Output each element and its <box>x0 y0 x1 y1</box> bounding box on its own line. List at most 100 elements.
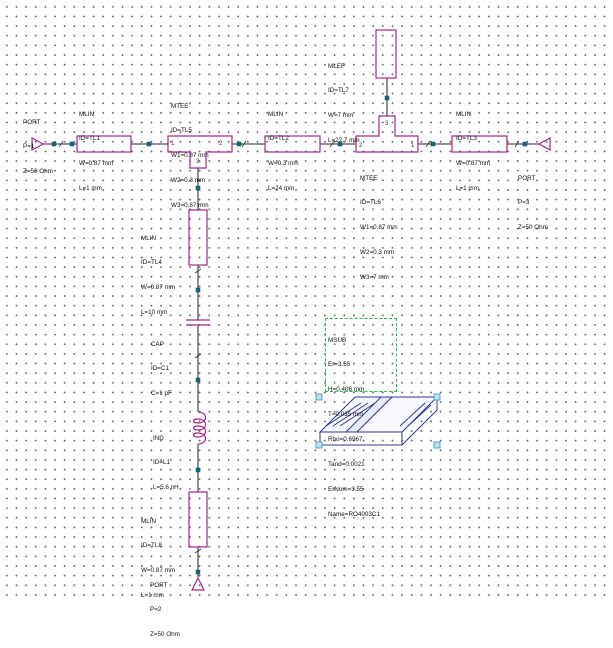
node <box>51 141 57 147</box>
tl1-line-1: ID=TL1 <box>79 135 100 143</box>
tl6-pin-2: 2 <box>359 143 363 149</box>
tl8-line-0: MLIN <box>141 517 157 525</box>
tl6-label: MTEE ID=TL6 W1=0.87 mm W2=0.3 mm W3=7 mm <box>360 158 398 291</box>
tl1-line-3: L=1 mm <box>79 185 102 193</box>
port2-label: PORT P=2 Z=50 Ohm <box>150 565 180 648</box>
tl2-line-2: W=0.3 mm <box>268 160 299 168</box>
port3-symbol[interactable] <box>533 136 551 152</box>
tl6-line-1: ID=TL6 <box>360 199 381 207</box>
tl7-symbol[interactable] <box>375 29 397 79</box>
tl5-label: MTEE ID=TL5 W1=0.87 mm W2=0.3 mm W3=0.87… <box>171 86 209 219</box>
node <box>69 141 75 147</box>
tl4-line-1: ID=TL4 <box>141 259 162 267</box>
tl3-line-0: MLIN <box>456 110 472 118</box>
port2-line-1: P=2 <box>150 606 162 614</box>
tl5-symbol[interactable] <box>167 135 233 169</box>
wire-markers <box>58 140 520 554</box>
tl2-line-0: MLIN <box>268 110 284 118</box>
msub-line-1: Er=3.55 <box>328 361 351 369</box>
tl6-pin-3: 3 <box>385 121 389 127</box>
pin-numbers: 1 2 3 1 2 3 <box>171 121 415 165</box>
msub-line-4: Rho=0.6967 <box>328 436 363 444</box>
msub-selection-box[interactable] <box>325 318 397 392</box>
tl3-line-3: L=1 mm <box>456 185 479 193</box>
tl5-line-1: ID=TL5 <box>171 127 192 135</box>
tl5-pin-1: 1 <box>171 141 175 147</box>
tl3-line-2: W=0.87 mm <box>456 160 491 168</box>
tl7-line-2: W=7 mm <box>328 112 354 120</box>
node <box>146 141 152 147</box>
port3-line-2: Z=50 Ohm <box>518 224 548 232</box>
tl8-line-1: ID=TL8 <box>141 542 162 550</box>
c1-line-0: CAP <box>151 340 164 348</box>
tl1-symbol[interactable] <box>76 135 132 153</box>
tl7-line-3: L=22.7 mm <box>328 137 360 145</box>
c1-line-1: ID=C1 <box>151 365 170 373</box>
port2-symbol[interactable] <box>191 576 205 591</box>
msub-substrate-graphic[interactable] <box>318 396 439 446</box>
node <box>195 569 201 575</box>
node <box>384 95 390 101</box>
node <box>522 141 528 147</box>
port1-line-1: P=1 <box>23 143 35 151</box>
msub-line-0: MSUB <box>328 336 347 344</box>
selection-handle <box>433 393 441 401</box>
msub-line-2: H=0.406 mm <box>328 386 365 394</box>
port2-line-2: Z=50 Ohm <box>150 631 180 639</box>
node <box>195 185 201 191</box>
port3-label: PORT P=3 Z=50 Ohm <box>518 158 548 241</box>
tl7-label: MLEF ID=TL7 W=7 mm L=22.7 mm <box>328 46 360 154</box>
tl6-line-4: W3=7 mm <box>360 274 389 282</box>
tl6-line-2: W1=0.87 mm <box>360 224 398 232</box>
c1-label: CAP ID=C1 C=1 pF <box>151 324 172 407</box>
tl4-line-0: MLIN <box>141 234 157 242</box>
selection-handles[interactable] <box>315 393 441 449</box>
port2-line-0: PORT <box>150 581 168 589</box>
l1-label: IND ID=L1 L=5.6 nH <box>153 418 179 501</box>
tl3-label: MLIN ID=TL3 W=0.87 mm L=1 mm <box>456 94 490 202</box>
port3-line-0: PORT <box>518 174 536 182</box>
tl5-pin-2: 2 <box>219 141 223 147</box>
port1-symbol[interactable] <box>31 136 49 152</box>
l1-symbol[interactable] <box>192 411 207 445</box>
msub-line-5: Tand=0.0021 <box>328 461 365 469</box>
tl8-label: MLIN ID=TL8 W=0.87 mm L=1 mm <box>141 501 175 609</box>
msub-line-7: Name=RO4003C1 <box>328 510 380 518</box>
l1-line-2: L=5.6 nH <box>153 484 179 492</box>
tl4-line-2: W=0.87 mm <box>141 284 176 292</box>
msub-line-3: T=0.035 mm <box>328 411 364 419</box>
port1-line-2: Z=50 Ohm <box>23 168 53 176</box>
msub-line-6: ErNom=3.55 <box>328 485 364 493</box>
tl1-label: MLIN ID=TL1 W=0.87 mm L=1 mm <box>79 94 113 202</box>
tl5-line-3: W2=0.3 mm <box>171 177 206 185</box>
node <box>430 141 436 147</box>
tl2-line-1: ID=TL2 <box>268 135 289 143</box>
node <box>195 467 201 473</box>
tl4-symbol[interactable] <box>188 209 208 266</box>
tl6-line-0: MTEE <box>360 174 378 182</box>
tl6-symbol[interactable] <box>355 115 419 153</box>
node <box>236 141 242 147</box>
tl8-symbol[interactable] <box>188 491 208 548</box>
node <box>337 141 343 147</box>
tl5-line-4: W3=0.87 mm <box>171 202 209 210</box>
selection-handle <box>433 441 441 449</box>
selection-handle <box>315 441 323 449</box>
tl8-line-3: L=1 mm <box>141 592 164 600</box>
tl2-line-3: L=24 mm <box>268 185 295 193</box>
tl7-line-1: ID=TL7 <box>328 87 349 95</box>
tl2-symbol[interactable] <box>264 135 321 153</box>
tl4-label: MLIN ID=TL4 W=0.87 mm L=10 mm <box>141 218 175 326</box>
tl1-line-0: MLIN <box>79 110 95 118</box>
selection-handle <box>315 393 323 401</box>
msub-label[interactable]: MSUB Er=3.55 H=0.406 mm T=0.035 mm Rho=0… <box>328 320 380 527</box>
port1-line-0: PORT <box>23 118 41 126</box>
tl3-symbol[interactable] <box>451 135 508 153</box>
c1-line-2: C=1 pF <box>151 390 172 398</box>
tl7-line-0: MLEF <box>328 62 345 70</box>
port3-line-1: P=3 <box>518 199 530 207</box>
nodes <box>51 95 528 575</box>
tl4-line-3: L=10 mm <box>141 309 168 317</box>
l1-line-1: ID=L1 <box>153 459 170 467</box>
